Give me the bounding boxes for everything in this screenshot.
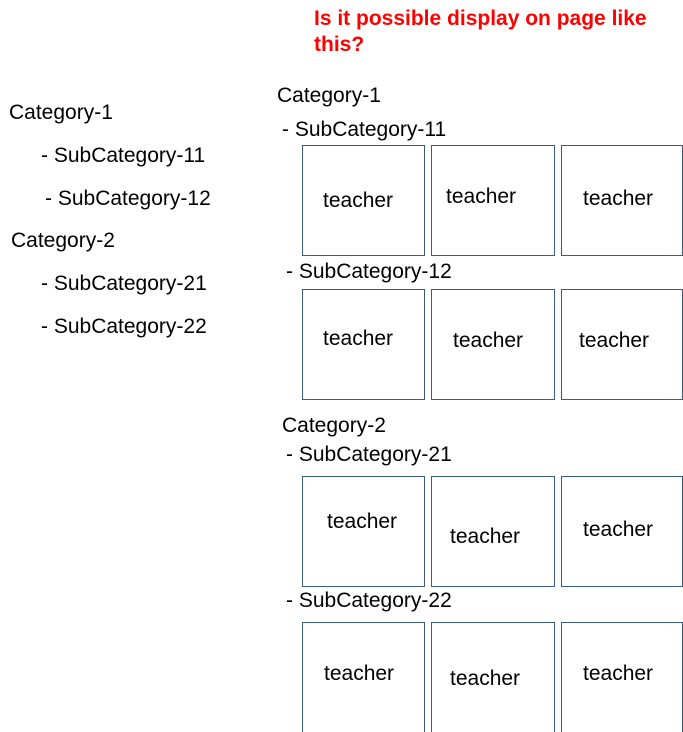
question-annotation: Is it possible display on page like this… [314,7,647,56]
teacher-card: teacher [302,622,425,732]
teacher-card-label: teacher [450,667,521,690]
teacher-card-label: teacher [327,510,398,533]
teacher-card-label: teacher [446,185,517,208]
teacher-card: teacher [431,622,555,732]
teacher-card: teacher [561,289,683,400]
teacher-card: teacher [431,145,555,256]
teacher-card: teacher [431,476,555,587]
left-category-1: Category-1 [9,101,113,124]
teacher-card: teacher [561,145,683,256]
left-subcategory-21: - SubCategory-21 [41,272,207,295]
left-category-2: Category-2 [11,229,115,252]
teacher-card-label: teacher [323,327,394,350]
right-category-2: Category-2 [282,414,386,437]
left-subcategory-22: - SubCategory-22 [41,315,207,338]
teacher-card-label: teacher [583,662,654,685]
teacher-card: teacher [302,476,425,587]
teacher-card-label: teacher [583,518,654,541]
right-subcategory-21: - SubCategory-21 [286,443,452,466]
teacher-card: teacher [561,622,683,732]
teacher-card: teacher [302,289,425,400]
teacher-card: teacher [302,145,425,256]
teacher-card-label: teacher [579,329,650,352]
right-category-1: Category-1 [277,84,381,107]
right-subcategory-11: - SubCategory-11 [282,118,447,141]
left-subcategory-11: - SubCategory-11 [41,144,206,167]
teacher-card: teacher [431,289,555,400]
teacher-card-label: teacher [323,189,394,212]
right-subcategory-12: - SubCategory-12 [286,260,452,283]
teacher-card-label: teacher [450,525,521,548]
teacher-card: teacher [561,476,683,587]
teacher-card-label: teacher [453,329,524,352]
teacher-card-label: teacher [324,662,395,685]
left-subcategory-12: - SubCategory-12 [45,187,211,210]
right-subcategory-22: - SubCategory-22 [286,589,452,612]
teacher-card-label: teacher [583,187,654,210]
